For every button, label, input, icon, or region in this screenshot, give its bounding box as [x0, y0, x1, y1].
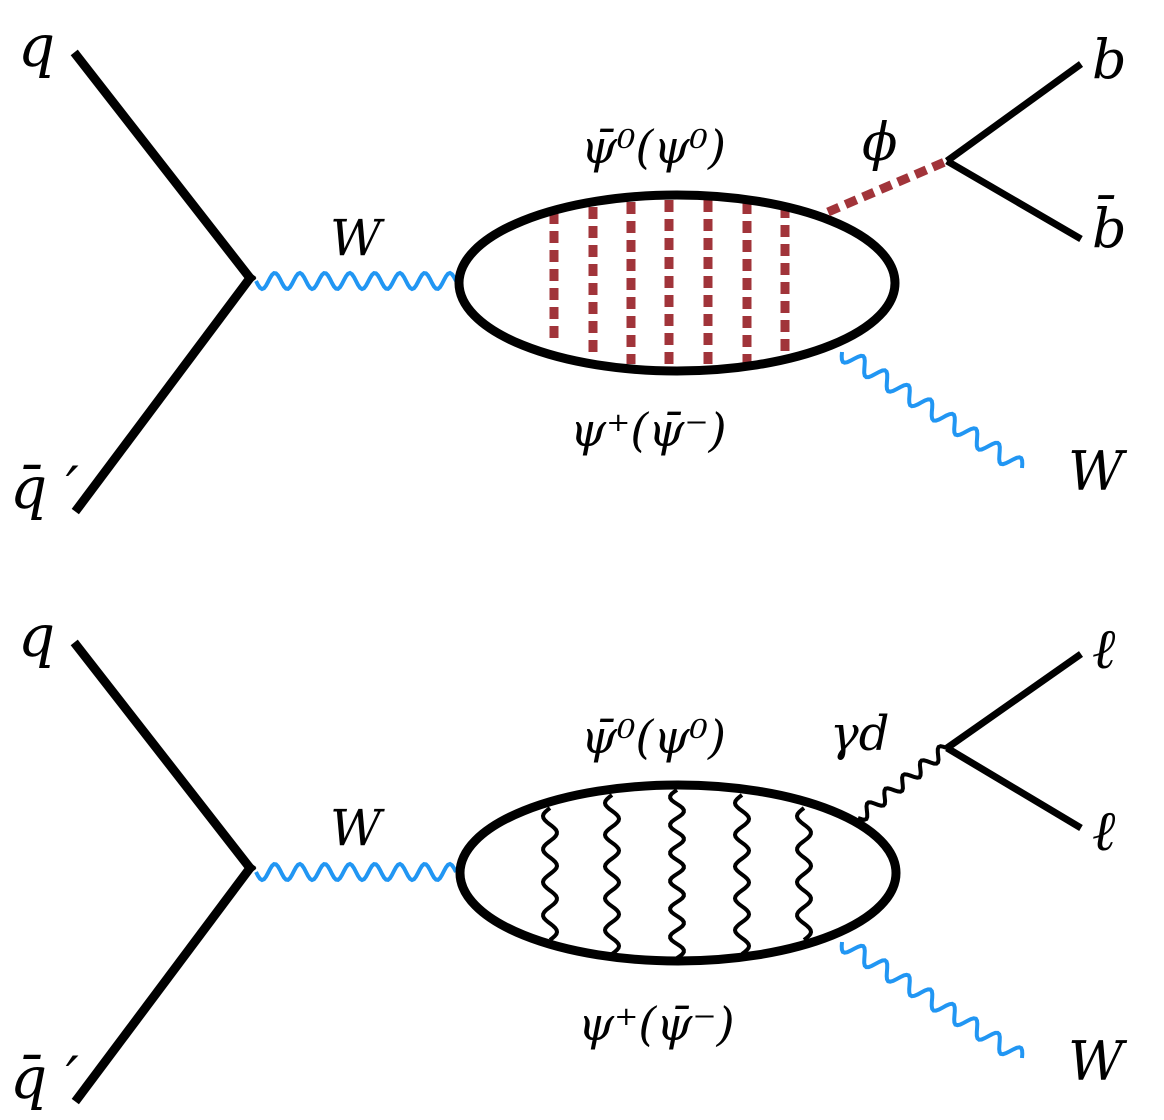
label-top-state: ψ̄⁰(ψ⁰) — [581, 120, 726, 174]
lepton-line — [944, 651, 1084, 751]
label-mediator: ϕ — [862, 113, 897, 173]
dark-photon-mediator — [857, 744, 948, 822]
ladder-rung — [540, 806, 560, 942]
w-boson-out — [839, 351, 1025, 469]
quark-line-in — [70, 639, 257, 875]
label-out1: b — [1092, 28, 1127, 91]
bound-state-ellipse — [454, 190, 900, 376]
label-out1: ℓ — [1092, 617, 1116, 682]
label-w-out: W — [1068, 440, 1128, 503]
label-q: q — [18, 12, 55, 80]
ladder-rung — [602, 793, 622, 956]
scalar-mediator-line — [826, 156, 949, 217]
dark-photon-ladder — [540, 788, 814, 960]
label-q: q — [18, 602, 55, 670]
ladder-rung — [668, 788, 686, 960]
ladder-rung — [794, 806, 814, 942]
w-boson-in — [254, 270, 458, 292]
b-quark-line — [944, 61, 1084, 164]
bbar-quark-line — [945, 157, 1083, 243]
antiquark-line-in — [71, 271, 257, 515]
w-boson-in — [254, 861, 458, 883]
bound-state-ellipse — [455, 780, 901, 966]
label-bottom-state: ψ⁺(ψ̄⁻) — [570, 403, 727, 457]
label-qbar: q̄ ′ — [10, 1044, 79, 1112]
scalar-ladder — [549, 200, 790, 368]
diagram-top: q q̄ ′ W ψ̄⁰(ψ⁰) ψ⁺(ψ̄⁻) ϕ b b̄ W — [10, 12, 1128, 522]
label-w-in: W — [330, 799, 385, 857]
ladder-rung — [732, 793, 752, 956]
w-boson-out — [839, 941, 1025, 1059]
label-out2: ℓ — [1092, 799, 1116, 864]
lepton-line — [945, 744, 1083, 832]
label-bottom-state: ψ⁺(ψ̄⁻) — [578, 997, 735, 1051]
label-w-in: W — [330, 209, 385, 267]
label-out2: b̄ — [1092, 194, 1127, 260]
antiquark-line-in — [71, 861, 257, 1105]
quark-line-in — [70, 49, 257, 285]
label-w-out: W — [1068, 1030, 1128, 1093]
label-qbar: q̄ ′ — [10, 454, 79, 522]
diagram-bottom: q q̄ ′ W ψ̄⁰(ψ⁰) ψ⁺(ψ̄⁻) γd ℓ ℓ W — [10, 602, 1128, 1112]
label-mediator: γd — [830, 706, 889, 762]
label-top-state: ψ̄⁰(ψ⁰) — [581, 710, 726, 764]
